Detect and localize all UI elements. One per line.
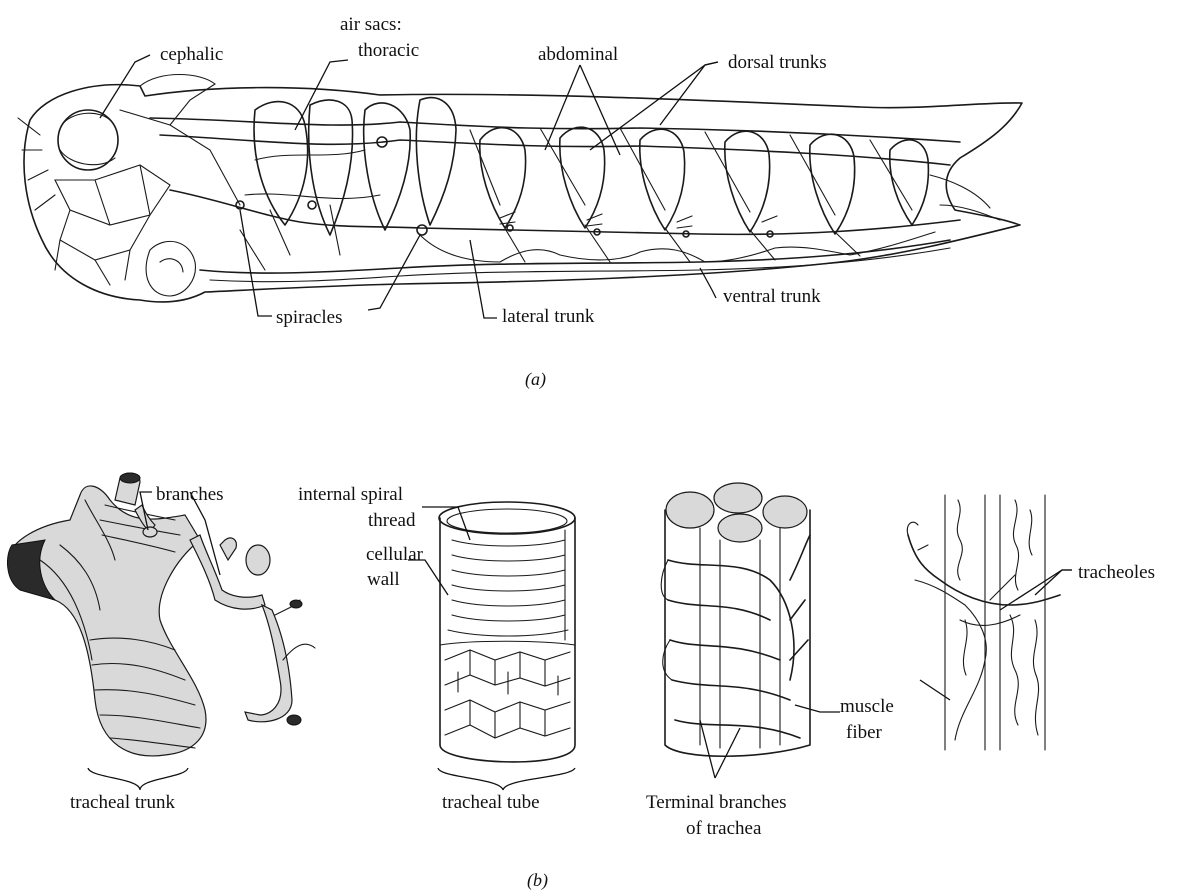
label-terminal-branches: Terminal branches [646, 792, 787, 813]
leader-cellular-wall [408, 560, 448, 595]
tracheal-trunk-drawing [7, 473, 315, 756]
label-tracheoles: tracheoles [1078, 562, 1155, 583]
label-dorsal-trunks: dorsal trunks [728, 52, 827, 73]
leader-terminal-2 [715, 728, 740, 778]
label-lateral-trunk: lateral trunk [502, 306, 595, 327]
label-wall: wall [367, 569, 400, 590]
label-tracheal-tube: tracheal tube [442, 792, 540, 813]
leader-tracheoles-1 [1000, 570, 1072, 610]
caption-a: (a) [525, 369, 546, 390]
label-air-sacs: air sacs: [340, 14, 402, 35]
caption-b: (b) [527, 870, 548, 891]
label-fiber: fiber [846, 722, 883, 743]
label-abdominal: abdominal [538, 44, 618, 65]
label-of-trachea: of trachea [686, 818, 762, 839]
label-spiracles: spiracles [276, 307, 342, 328]
label-internal-spiral: internal spiral [298, 484, 403, 505]
body-outline [24, 85, 1022, 302]
label-muscle: muscle [840, 696, 894, 717]
label-thread: thread [368, 510, 416, 531]
tracheal-tube-drawing [439, 502, 575, 762]
insect-body-diagram [18, 75, 1022, 303]
leader-muscle-fiber [795, 705, 840, 712]
dorsal-trunk-upper [150, 118, 960, 142]
ventral-trunk [200, 240, 950, 273]
terminal-branches-drawing [661, 483, 810, 756]
label-branches: branches [156, 484, 224, 505]
leader-internal-spiral [422, 507, 470, 540]
label-tracheal-trunk: tracheal trunk [70, 792, 175, 813]
spiracles-dots [236, 137, 773, 237]
leader-tracheoles-2 [1035, 570, 1072, 595]
label-ventral-trunk: ventral trunk [723, 286, 821, 307]
lateral-trunk [170, 190, 960, 234]
dorsal-trunk-lower [160, 135, 950, 165]
leader-terminal-1 [700, 720, 715, 778]
tracheoles-drawing [907, 495, 1060, 750]
label-cellular: cellular [366, 544, 424, 565]
brace-tracheal-tube [438, 768, 575, 790]
label-thoracic: thoracic [358, 40, 419, 61]
label-cephalic: cephalic [160, 44, 223, 65]
brace-tracheal-trunk [88, 768, 188, 790]
